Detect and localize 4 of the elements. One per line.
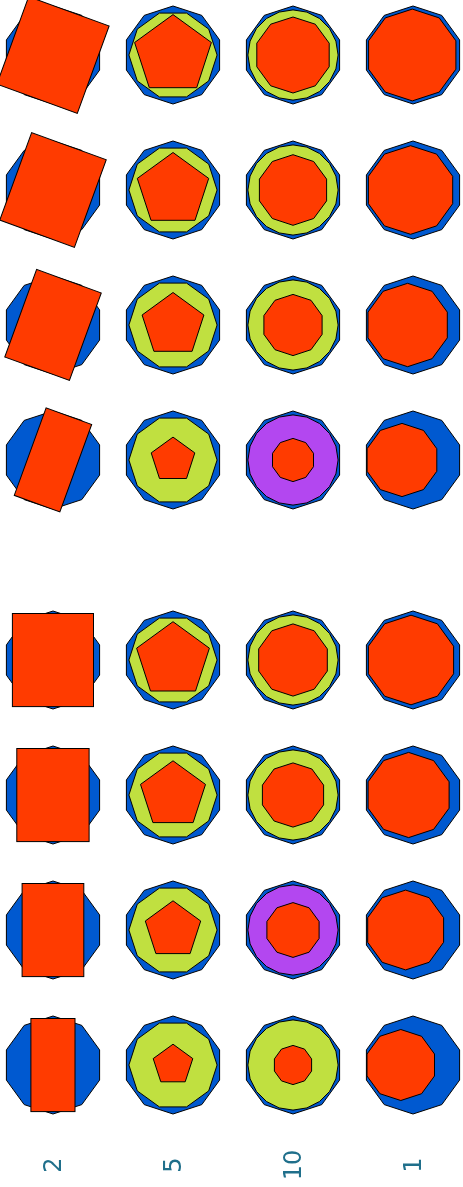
count-label: 1 bbox=[398, 1156, 428, 1175]
count-label: 2 bbox=[38, 1156, 68, 1175]
count-label: 5 bbox=[158, 1156, 188, 1175]
count-label: 10 bbox=[278, 1148, 308, 1183]
